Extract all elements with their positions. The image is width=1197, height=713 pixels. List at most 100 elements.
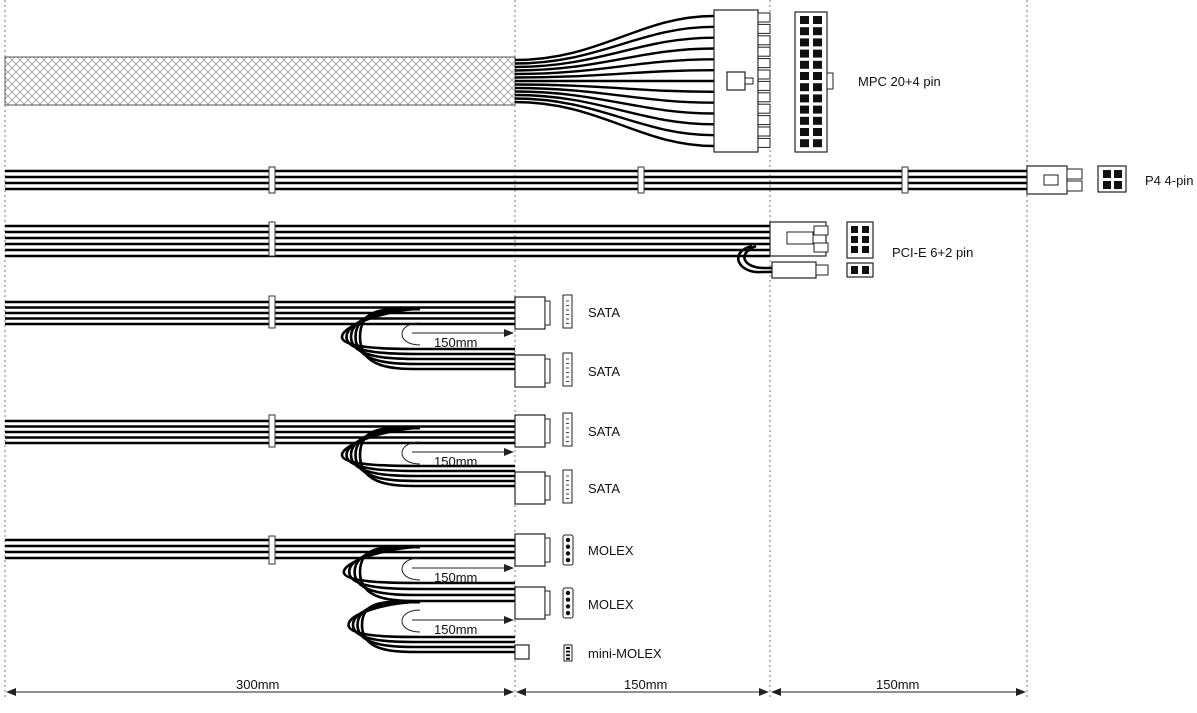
atx-pin-hole — [800, 94, 809, 103]
atx-pin — [757, 46, 771, 57]
atx-front-pin-grid — [800, 16, 822, 148]
pcie-pin-hole — [851, 266, 858, 274]
molex-pin-hole — [565, 610, 571, 616]
pcie-branch-wire — [743, 244, 772, 270]
pcie-cable: PCI-E 6+2 pin — [5, 221, 973, 279]
atx-pin — [757, 126, 771, 137]
atx-pin-hole — [813, 27, 822, 36]
cable-tie — [268, 535, 276, 565]
sata-front — [562, 469, 573, 504]
dimension-label-third: 150mm — [876, 677, 919, 692]
pcie-6pin-front — [846, 221, 874, 259]
mini-molex-label: mini-MOLEX — [588, 646, 662, 661]
wire-loop — [342, 545, 515, 585]
cable-tie — [901, 166, 909, 194]
atx-wire — [514, 90, 715, 115]
atx-label: MPC 20+4 pin — [858, 74, 941, 89]
atx-pin — [757, 12, 771, 23]
atx-wire — [514, 97, 715, 137]
atx-pin-hole — [813, 49, 822, 58]
spacing-arrow-curve — [401, 609, 421, 633]
dimension-label-second: 150mm — [624, 677, 667, 692]
cable-tie — [268, 166, 276, 194]
atx-pin — [757, 23, 771, 34]
molex-connector-lip — [544, 590, 551, 616]
atx-wire — [514, 25, 715, 65]
atx-pin — [757, 115, 771, 126]
sata-label-3: SATA — [588, 424, 620, 439]
pcie-branch-wire — [737, 244, 772, 274]
sata-connector-lip — [544, 418, 551, 444]
pcie-wires — [5, 224, 770, 258]
spacing-arrow-curve — [401, 557, 421, 581]
atx-pin-hole — [813, 83, 822, 92]
p4-pin-hole — [1103, 170, 1111, 178]
sata-label-1: SATA — [588, 305, 620, 320]
atx-front-clip — [826, 72, 834, 90]
atx-pin-hole — [800, 49, 809, 58]
pcie-2pin-front — [846, 262, 874, 278]
atx-pin — [757, 137, 771, 148]
p4-wires — [5, 169, 1027, 191]
atx-wire — [514, 100, 715, 148]
spacing-arrow-curve — [401, 322, 421, 346]
molex-connector — [514, 533, 546, 567]
atx-pin-hole — [813, 38, 822, 47]
pcie-pin-hole — [862, 236, 869, 243]
sata-label-2: SATA — [588, 364, 620, 379]
p4-cable: P4 4-pin — [5, 165, 1193, 195]
atx-wire — [514, 58, 715, 76]
sata-label-4: SATA — [588, 481, 620, 496]
molex-connector — [514, 586, 546, 620]
atx-pin — [757, 69, 771, 80]
sata-connector — [514, 296, 546, 330]
atx-pin-hole — [813, 139, 822, 148]
atx-pin — [757, 92, 771, 103]
atx-pin — [757, 35, 771, 46]
atx-wire — [514, 68, 715, 79]
atx-pin — [757, 103, 771, 114]
spacing-label-molex-a: 150mm — [434, 570, 477, 585]
atx-pin-hole — [800, 27, 809, 36]
sata-front — [562, 294, 573, 329]
molex-label-1: MOLEX — [588, 543, 634, 558]
atx-connector-latch — [726, 71, 746, 91]
atx-pin-hole — [813, 105, 822, 114]
atx-wire — [514, 47, 715, 72]
mini-molex-pin — [566, 650, 570, 653]
atx-pin-hole — [800, 128, 809, 136]
sata-connector — [514, 354, 546, 388]
mini-molex-pin — [566, 654, 570, 657]
molex-pin-hole — [565, 537, 571, 543]
wire-loop — [340, 307, 515, 351]
mini-molex-pin — [566, 647, 570, 649]
atx-pin-hole — [813, 94, 822, 103]
sleeved-cable-bundle — [4, 56, 516, 106]
sata-connector — [514, 414, 546, 448]
atx-pin-hole — [813, 116, 822, 125]
pcie-2pin-tip — [815, 264, 829, 276]
cable-tie — [268, 414, 276, 448]
sata-front — [562, 352, 573, 387]
atx-pin-hole — [800, 139, 809, 148]
atx-pin-hole — [813, 128, 822, 136]
atx-pin-hole — [800, 38, 809, 47]
atx-pin-hole — [813, 16, 822, 24]
molex-pin-hole — [565, 590, 571, 596]
molex-front — [562, 534, 574, 566]
spacing-label-sata-a: 150mm — [434, 335, 477, 350]
wire-loop — [347, 600, 515, 639]
pcie-pin-hole — [862, 246, 869, 253]
atx-wire — [514, 86, 715, 104]
sata-connector-lip — [544, 475, 551, 501]
spacing-label-sata-b: 150mm — [434, 454, 477, 469]
cable-tie — [268, 295, 276, 329]
molex-connector-lip — [544, 537, 551, 563]
pcie-pin-hole — [851, 246, 858, 253]
mini-molex-connector — [514, 644, 530, 660]
pcie-pin-hole — [851, 236, 858, 243]
pcie-label: PCI-E 6+2 pin — [892, 245, 973, 260]
molex-pin-hole — [565, 604, 571, 609]
pcie-pin — [813, 242, 829, 253]
p4-label: P4 4-pin — [1145, 173, 1193, 188]
